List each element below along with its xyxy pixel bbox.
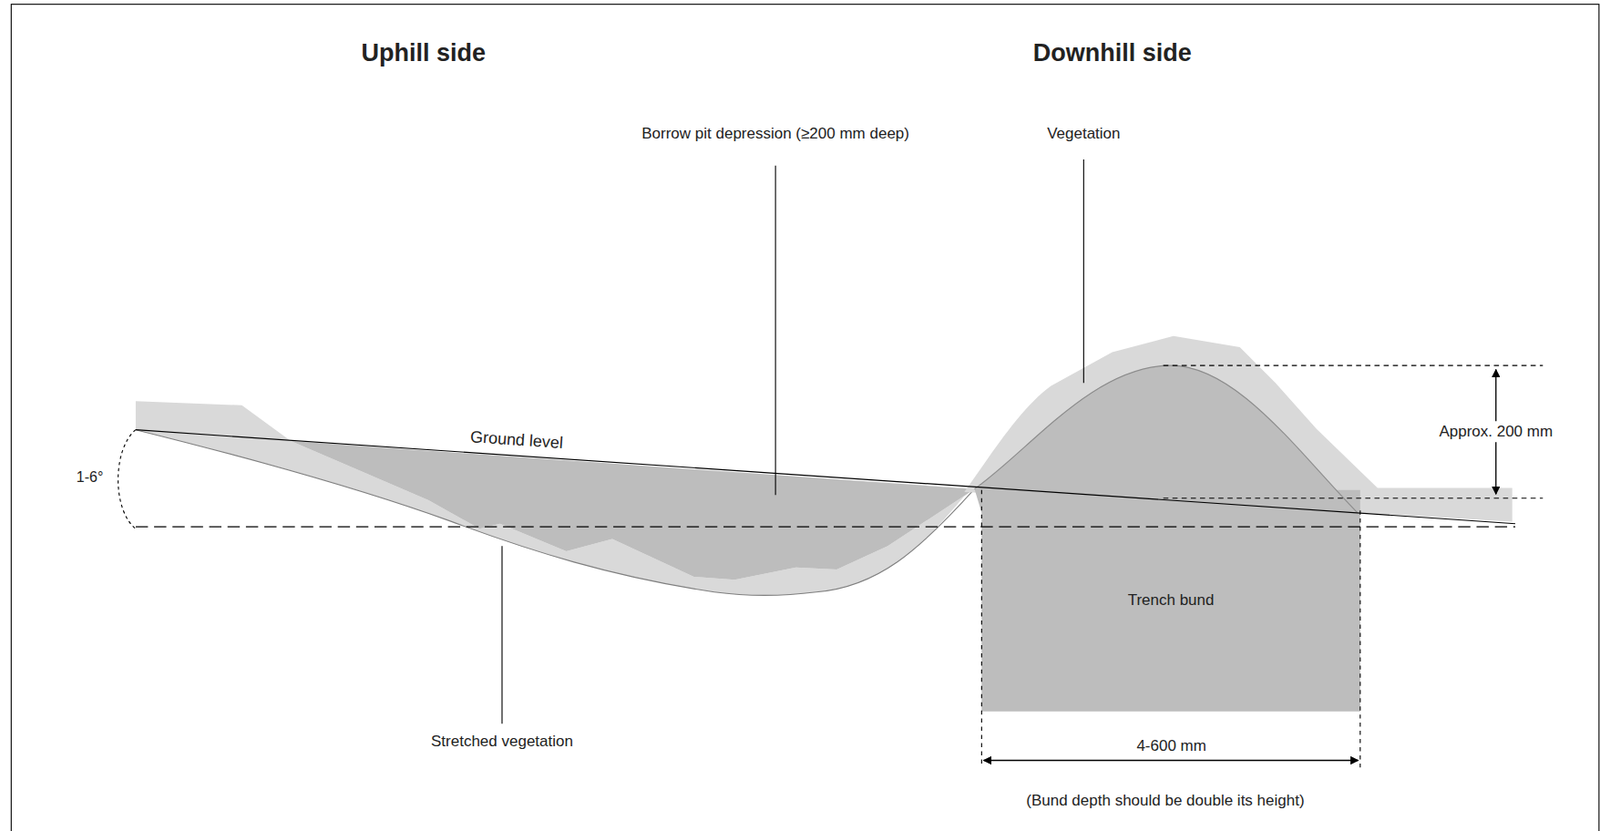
borrow-pit xyxy=(290,441,975,580)
ground-label: Ground level xyxy=(469,427,564,453)
note-label: (Bund depth should be double its height) xyxy=(1025,791,1304,811)
bund-vegetation xyxy=(964,336,1512,523)
frame xyxy=(10,4,1600,831)
leader-line xyxy=(775,165,777,496)
leader-line xyxy=(501,545,503,724)
callout-label: Stretched vegetation xyxy=(430,732,574,751)
trench-bund-body xyxy=(981,490,1360,712)
soil-line xyxy=(135,430,975,596)
dimension-guide xyxy=(1163,365,1544,367)
dimension-arrow xyxy=(984,759,1359,761)
angle-label: 1-6° xyxy=(76,469,104,486)
dimension-guide xyxy=(1163,497,1544,499)
leader-line xyxy=(1083,159,1085,383)
angle-arc xyxy=(118,430,136,530)
datum-line xyxy=(135,526,1516,528)
ground-line xyxy=(135,430,1516,524)
trench-bund-box: Trench bund xyxy=(981,490,1360,712)
uphill-vegetation xyxy=(135,400,975,595)
callout-label: Vegetation xyxy=(1046,124,1120,144)
dimension-guide xyxy=(1359,510,1361,768)
node-label: Trench bund xyxy=(1128,591,1215,610)
dimension-label: Approx. 200 mm xyxy=(1435,420,1557,443)
side-heading: Uphill side xyxy=(360,40,486,69)
callout-label: Borrow pit depression (≥200 mm deep) xyxy=(641,124,910,144)
side-heading: Downhill side xyxy=(1033,40,1192,69)
dimension-label: 4-600 mm xyxy=(1132,735,1211,758)
dimension-guide xyxy=(981,490,983,769)
